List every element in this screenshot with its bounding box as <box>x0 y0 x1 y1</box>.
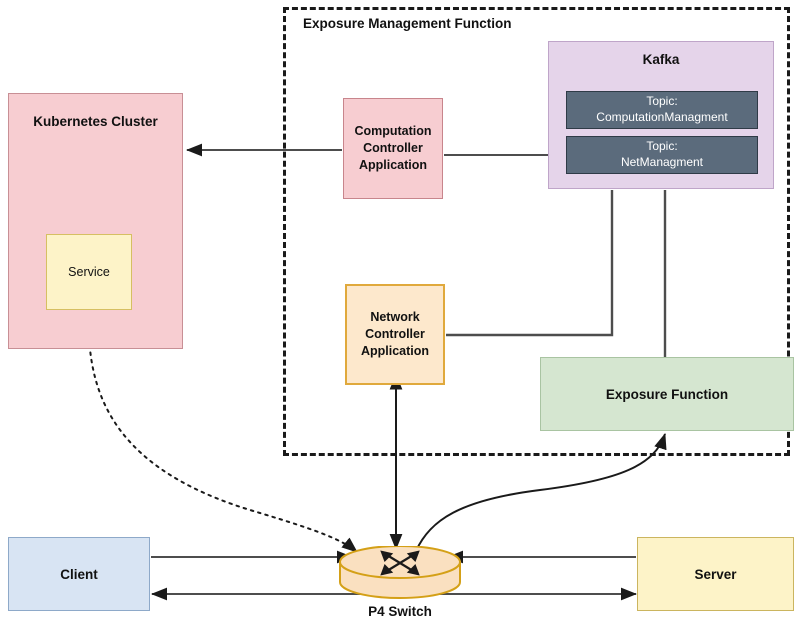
crossing-arrows-icon <box>380 550 420 576</box>
exposure-management-function-title: Exposure Management Function <box>303 15 512 31</box>
topic-computation-managment-node[interactable]: Topic: ComputationManagment <box>566 91 758 129</box>
server-node[interactable]: Server <box>637 537 794 611</box>
client-node[interactable]: Client <box>8 537 150 611</box>
p4-switch-label: P4 Switch <box>368 603 432 619</box>
service-label: Service <box>68 265 110 279</box>
p4-switch-node[interactable] <box>338 546 462 600</box>
topic-net-managment-node[interactable]: Topic: NetManagment <box>566 136 758 174</box>
service-node[interactable]: Service <box>46 234 132 310</box>
computation-controller-application-label: Computation Controller Application <box>354 124 432 172</box>
computation-controller-application-node[interactable]: Computation Controller Application <box>343 98 443 199</box>
exposure-management-function-group <box>283 7 790 456</box>
client-label: Client <box>60 566 98 582</box>
network-controller-application-node[interactable]: Network Controller Application <box>345 284 445 385</box>
exposure-function-node[interactable]: Exposure Function <box>540 357 794 431</box>
exposure-function-label: Exposure Function <box>605 386 729 402</box>
kubernetes-cluster-node[interactable]: Kubernetes Cluster <box>8 93 183 349</box>
network-controller-application-label: Network Controller Application <box>360 310 430 358</box>
kubernetes-cluster-label: Kubernetes Cluster <box>33 114 158 129</box>
topic-computation-managment-label: Topic: ComputationManagment <box>596 94 728 124</box>
kafka-label: Kafka <box>642 52 680 67</box>
topic-net-managment-label: Topic: NetManagment <box>620 139 704 169</box>
server-label: Server <box>694 566 737 582</box>
